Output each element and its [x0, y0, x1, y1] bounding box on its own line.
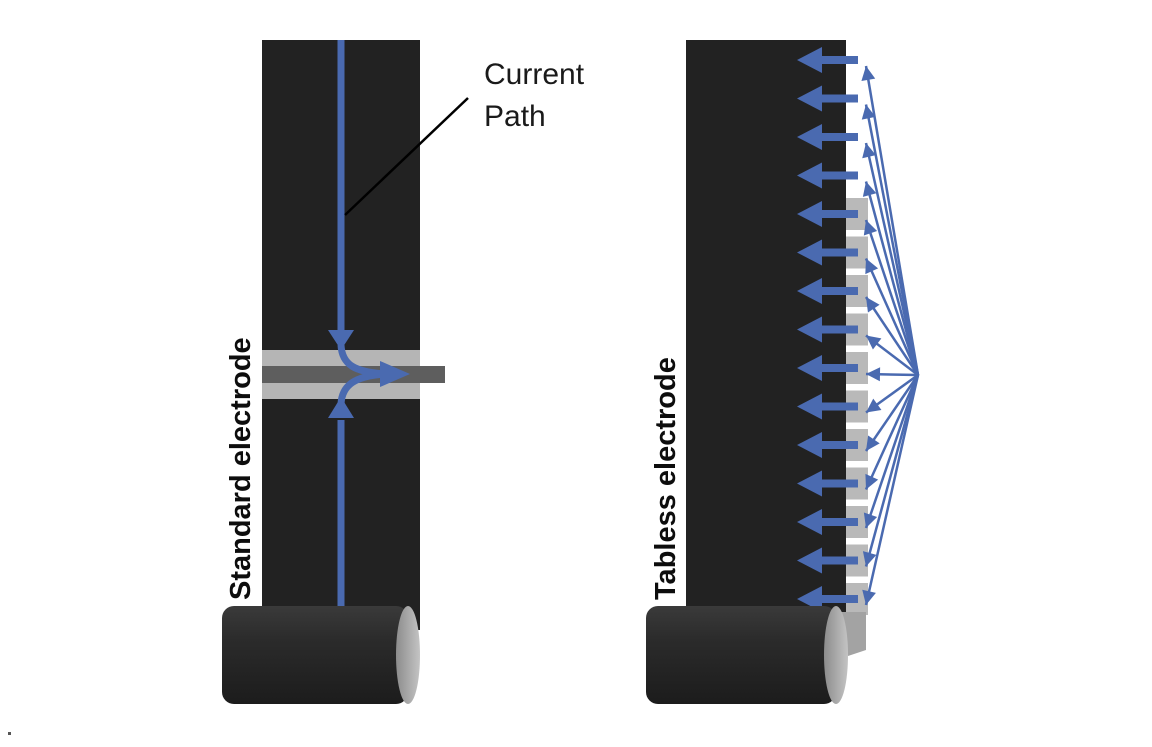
inward-current-arrow	[797, 239, 858, 266]
callout-line-2: Path	[484, 100, 546, 133]
fan-arrowhead	[862, 181, 877, 197]
tabless-inward-arrows	[797, 47, 858, 612]
fan-arrowhead	[866, 367, 881, 382]
inward-current-arrow	[797, 316, 858, 343]
fan-line	[864, 142, 920, 376]
fan-arrowhead	[866, 435, 880, 451]
current-arrow-down	[328, 330, 354, 350]
inward-current-arrow	[797, 278, 858, 304]
fan-line	[864, 181, 920, 376]
stray-dot	[8, 732, 11, 735]
current-arrow-up	[328, 397, 354, 418]
inward-current-arrow	[797, 586, 858, 612]
tabless-roll-end	[824, 606, 848, 704]
fan-line	[864, 257, 920, 376]
fan-arrowhead	[866, 297, 880, 313]
fan-arrowhead	[862, 143, 876, 159]
fan-arrowhead	[861, 66, 876, 81]
inward-current-arrow	[797, 393, 858, 420]
fan-line	[864, 219, 920, 376]
standard-electrode: Standard electrode Current Path	[222, 40, 592, 704]
fan-arrowhead	[865, 473, 879, 490]
callout-leader-line	[344, 97, 469, 216]
standard-electrode-label: Standard electrode	[225, 337, 257, 600]
standard-roll-end	[396, 606, 420, 704]
fan-line	[864, 374, 920, 606]
inward-current-arrow	[797, 432, 858, 458]
fan-arrowhead	[862, 589, 876, 605]
inward-current-arrow	[797, 162, 858, 189]
inward-current-arrow	[797, 509, 858, 535]
fan-line	[864, 374, 920, 452]
inward-current-arrow	[797, 355, 858, 381]
fan-line	[864, 374, 920, 529]
fan-line	[864, 104, 920, 376]
fan-arrowhead	[862, 551, 877, 567]
tabless-electrode: Tabless electrode	[646, 40, 920, 704]
callout-line-1: Current	[484, 58, 585, 91]
fan-line	[864, 374, 920, 491]
fan-arrowhead	[865, 258, 879, 275]
inward-current-arrow	[797, 201, 858, 227]
fan-arrowhead	[866, 335, 882, 350]
current-arrow-right	[380, 361, 410, 387]
inward-current-arrow	[797, 124, 858, 150]
fan-arrowhead	[861, 104, 876, 120]
inward-current-arrow	[797, 470, 858, 497]
fan-line	[864, 374, 920, 567]
standard-roll-body	[222, 606, 408, 704]
inward-current-arrow	[797, 547, 858, 574]
fan-arrowhead	[863, 512, 878, 528]
inward-current-arrow	[797, 47, 858, 73]
fan-arrowhead	[863, 220, 878, 236]
inward-current-arrow	[797, 85, 858, 112]
tabless-current-fan	[861, 65, 920, 606]
fan-line	[864, 296, 920, 376]
callout-text: Current Path	[484, 58, 592, 133]
tabless-roll-body	[646, 606, 836, 704]
tabless-electrode-label: Tabless electrode	[650, 357, 682, 600]
fan-arrowhead	[866, 398, 882, 413]
